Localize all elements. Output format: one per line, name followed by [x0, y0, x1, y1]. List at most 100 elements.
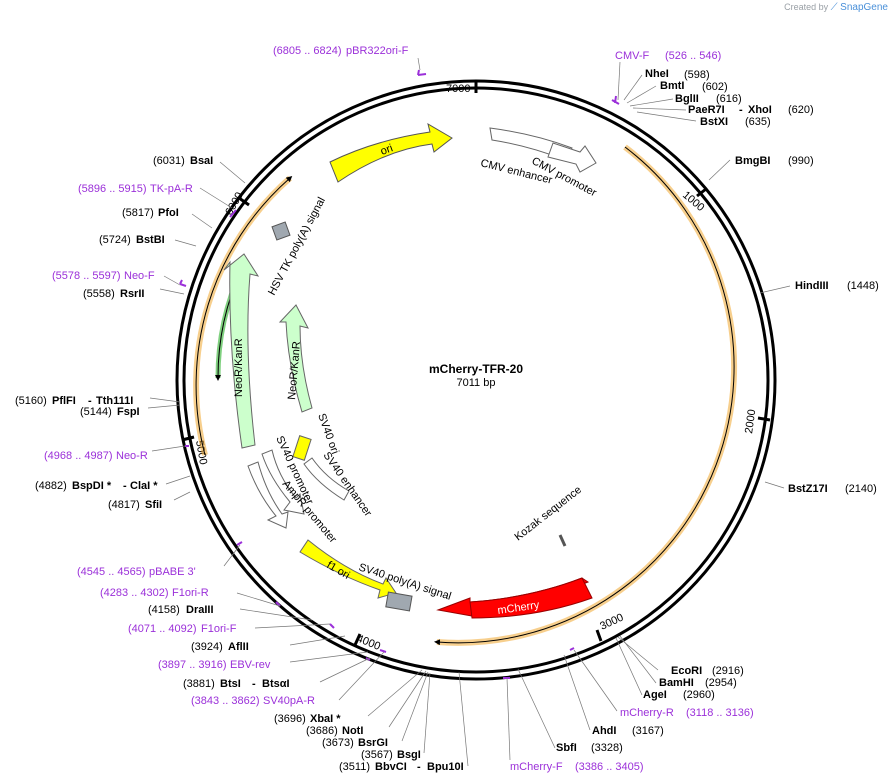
site-bbvci-sep: - — [417, 761, 421, 773]
site-bsgi[interactable]: BsgI — [397, 749, 421, 761]
primer-neo-r-range: (4968 .. 4987) — [44, 450, 113, 462]
site-fspi[interactable]: FspI — [117, 406, 140, 418]
primer-sv40pa-r[interactable]: SV40pA-R — [263, 695, 315, 707]
feature-hsv-polya-label: HSV TK poly(A) signal — [266, 195, 328, 297]
primer-mcherry-r[interactable]: mCherry-R — [620, 707, 674, 719]
snapgene-logo-icon: ⟋ — [830, 2, 838, 13]
site-bglii[interactable]: BglII — [675, 93, 699, 105]
orf-right-arc-line — [434, 146, 735, 646]
site-bsrgi[interactable]: BsrGI — [358, 737, 388, 749]
site-ahdi-pos: (3167) — [632, 725, 664, 737]
site-aflii[interactable]: AflII — [228, 641, 249, 653]
orf-right-arc — [436, 144, 738, 646]
site-agei[interactable]: AgeI — [643, 689, 667, 701]
feature-mcherry-label: mCherry — [497, 599, 541, 617]
primer-marks — [179, 69, 620, 679]
site-bbvci-pos: (3511) — [339, 761, 370, 773]
site-xhoi-pos: (620) — [788, 104, 814, 116]
feature-kozak-label: Kozak sequence — [512, 484, 583, 544]
feature-neor-inner — [278, 304, 313, 413]
primer-neo-f-range: (5578 .. 5597) — [52, 270, 121, 282]
site-sbfi[interactable]: SbfI — [556, 742, 577, 754]
site-xhoi[interactable]: XhoI — [748, 104, 772, 116]
site-btsai[interactable]: BtsαI — [262, 678, 290, 690]
site-pflfi-pos: (5160) — [15, 395, 47, 407]
site-rsrii[interactable]: RsrII — [120, 288, 144, 300]
feature-ori-label: ori — [379, 142, 395, 157]
primer-mcherry-f[interactable]: mCherry-F — [510, 761, 563, 773]
primer-ebv-rev-range: (3897 .. 3916) — [158, 659, 227, 671]
site-bsai-pos: (6031) — [153, 155, 185, 167]
orf-left-arc-line — [195, 176, 293, 456]
site-ahdi[interactable]: AhdI — [592, 725, 616, 737]
primer-pbr322ori-f-range: (6805 .. 6824) — [273, 45, 342, 57]
site-aflii-pos: (3924) — [191, 641, 223, 653]
site-paer7i[interactable]: PaeR7I — [688, 104, 725, 116]
primer-tk-pa-r[interactable]: TK-pA-R — [150, 183, 193, 195]
site-pflfi[interactable]: PflFI — [52, 395, 76, 407]
tick-marks — [181, 81, 771, 646]
site-agei-pos: (2960) — [683, 689, 715, 701]
site-btsi[interactable]: BtsI — [220, 678, 241, 690]
primer-pbr322ori-f[interactable]: pBR322ori-F — [346, 45, 409, 57]
site-bspdi[interactable]: BspDI * — [72, 480, 112, 492]
site-ecori-pos: (2916) — [712, 665, 744, 677]
site-bamhi[interactable]: BamHI — [659, 677, 694, 689]
site-tth111i[interactable]: Tth111I — [96, 395, 133, 407]
primer-pbabe3[interactable]: pBABE 3' — [149, 566, 196, 578]
site-bstz17i[interactable]: BstZ17I — [788, 483, 828, 495]
primer-ebv-rev[interactable]: EBV-rev — [230, 659, 271, 671]
site-bbvci[interactable]: BbvCI — [375, 761, 407, 773]
site-xbai[interactable]: XbaI * — [310, 713, 341, 725]
feature-neor-outer-label: NeoR/KanR — [233, 338, 245, 397]
feature-mcherry-body — [469, 577, 593, 619]
site-hindiii-pos: (1448) — [847, 280, 879, 292]
feature-kozak-mark — [558, 534, 567, 547]
primer-cmv-f[interactable]: CMV-F — [615, 50, 650, 62]
site-bspdi-pos: (4882) — [35, 480, 67, 492]
feature-ampr-promoter — [247, 461, 289, 529]
primer-mcherry-r-range: (3118 .. 3136) — [686, 707, 754, 719]
primer-f1ori-f[interactable]: F1ori-F — [201, 623, 237, 635]
credit-brand: SnapGene — [840, 2, 888, 13]
site-bstz17i-pos: (2140) — [845, 483, 877, 495]
site-clai[interactable]: ClaI * — [130, 480, 158, 492]
feature-sv40-enhancer — [303, 457, 350, 501]
site-bmgbi[interactable]: BmgBI — [735, 155, 770, 167]
site-bmgbi-pos: (990) — [788, 155, 814, 167]
site-bmti[interactable]: BmtI — [660, 80, 684, 92]
site-bstbi[interactable]: BstBI — [136, 234, 165, 246]
feature-sv40-ori-box — [292, 435, 312, 461]
site-bpu10i[interactable]: Bpu10I — [427, 761, 464, 773]
site-bstxi[interactable]: BstXI — [700, 116, 728, 128]
site-noti[interactable]: NotI — [342, 725, 363, 737]
primer-neo-f[interactable]: Neo-F — [124, 270, 155, 282]
site-sbfi-pos: (3328) — [591, 742, 623, 754]
site-bamhi-pos: (2954) — [705, 677, 737, 689]
site-sfii[interactable]: SfiI — [145, 499, 162, 511]
site-pfoi-pos: (5817) — [122, 207, 154, 219]
site-xbai-pos: (3696) — [274, 713, 306, 725]
site-pfoi[interactable]: PfoI — [158, 207, 179, 219]
feature-neor-inner-label: NeoR/KanR — [286, 341, 303, 401]
site-bmti-pos: (602) — [702, 81, 728, 93]
site-draiii[interactable]: DraIII — [186, 604, 214, 616]
primer-sv40pa-r-range: (3843 .. 3862) — [191, 695, 260, 707]
site-nhei[interactable]: NheI — [645, 68, 669, 80]
site-ecori[interactable]: EcoRI — [671, 665, 702, 677]
site-noti-pos: (3686) — [306, 725, 338, 737]
primer-mcherry-f-range: (3386 .. 3405) — [575, 761, 644, 773]
primer-tk-pa-r-range: (5896 .. 5915) — [78, 183, 147, 195]
site-btsi-pos: (3881) — [183, 678, 215, 690]
primer-cmv-f-range: (526 .. 546) — [665, 50, 721, 62]
site-hindiii[interactable]: HindIII — [795, 280, 829, 292]
site-bsai[interactable]: BsaI — [190, 155, 213, 167]
feature-f1-ori — [299, 539, 397, 599]
primer-f1ori-r[interactable]: F1ori-R — [172, 587, 209, 599]
site-bsgi-pos: (3567) — [361, 749, 393, 761]
primer-neo-r[interactable]: Neo-R — [116, 450, 148, 462]
site-rsrii-pos: (5558) — [83, 288, 115, 300]
feature-sv40-ori-label: SV40 ori — [315, 412, 341, 456]
site-bglii-pos: (616) — [716, 93, 742, 105]
